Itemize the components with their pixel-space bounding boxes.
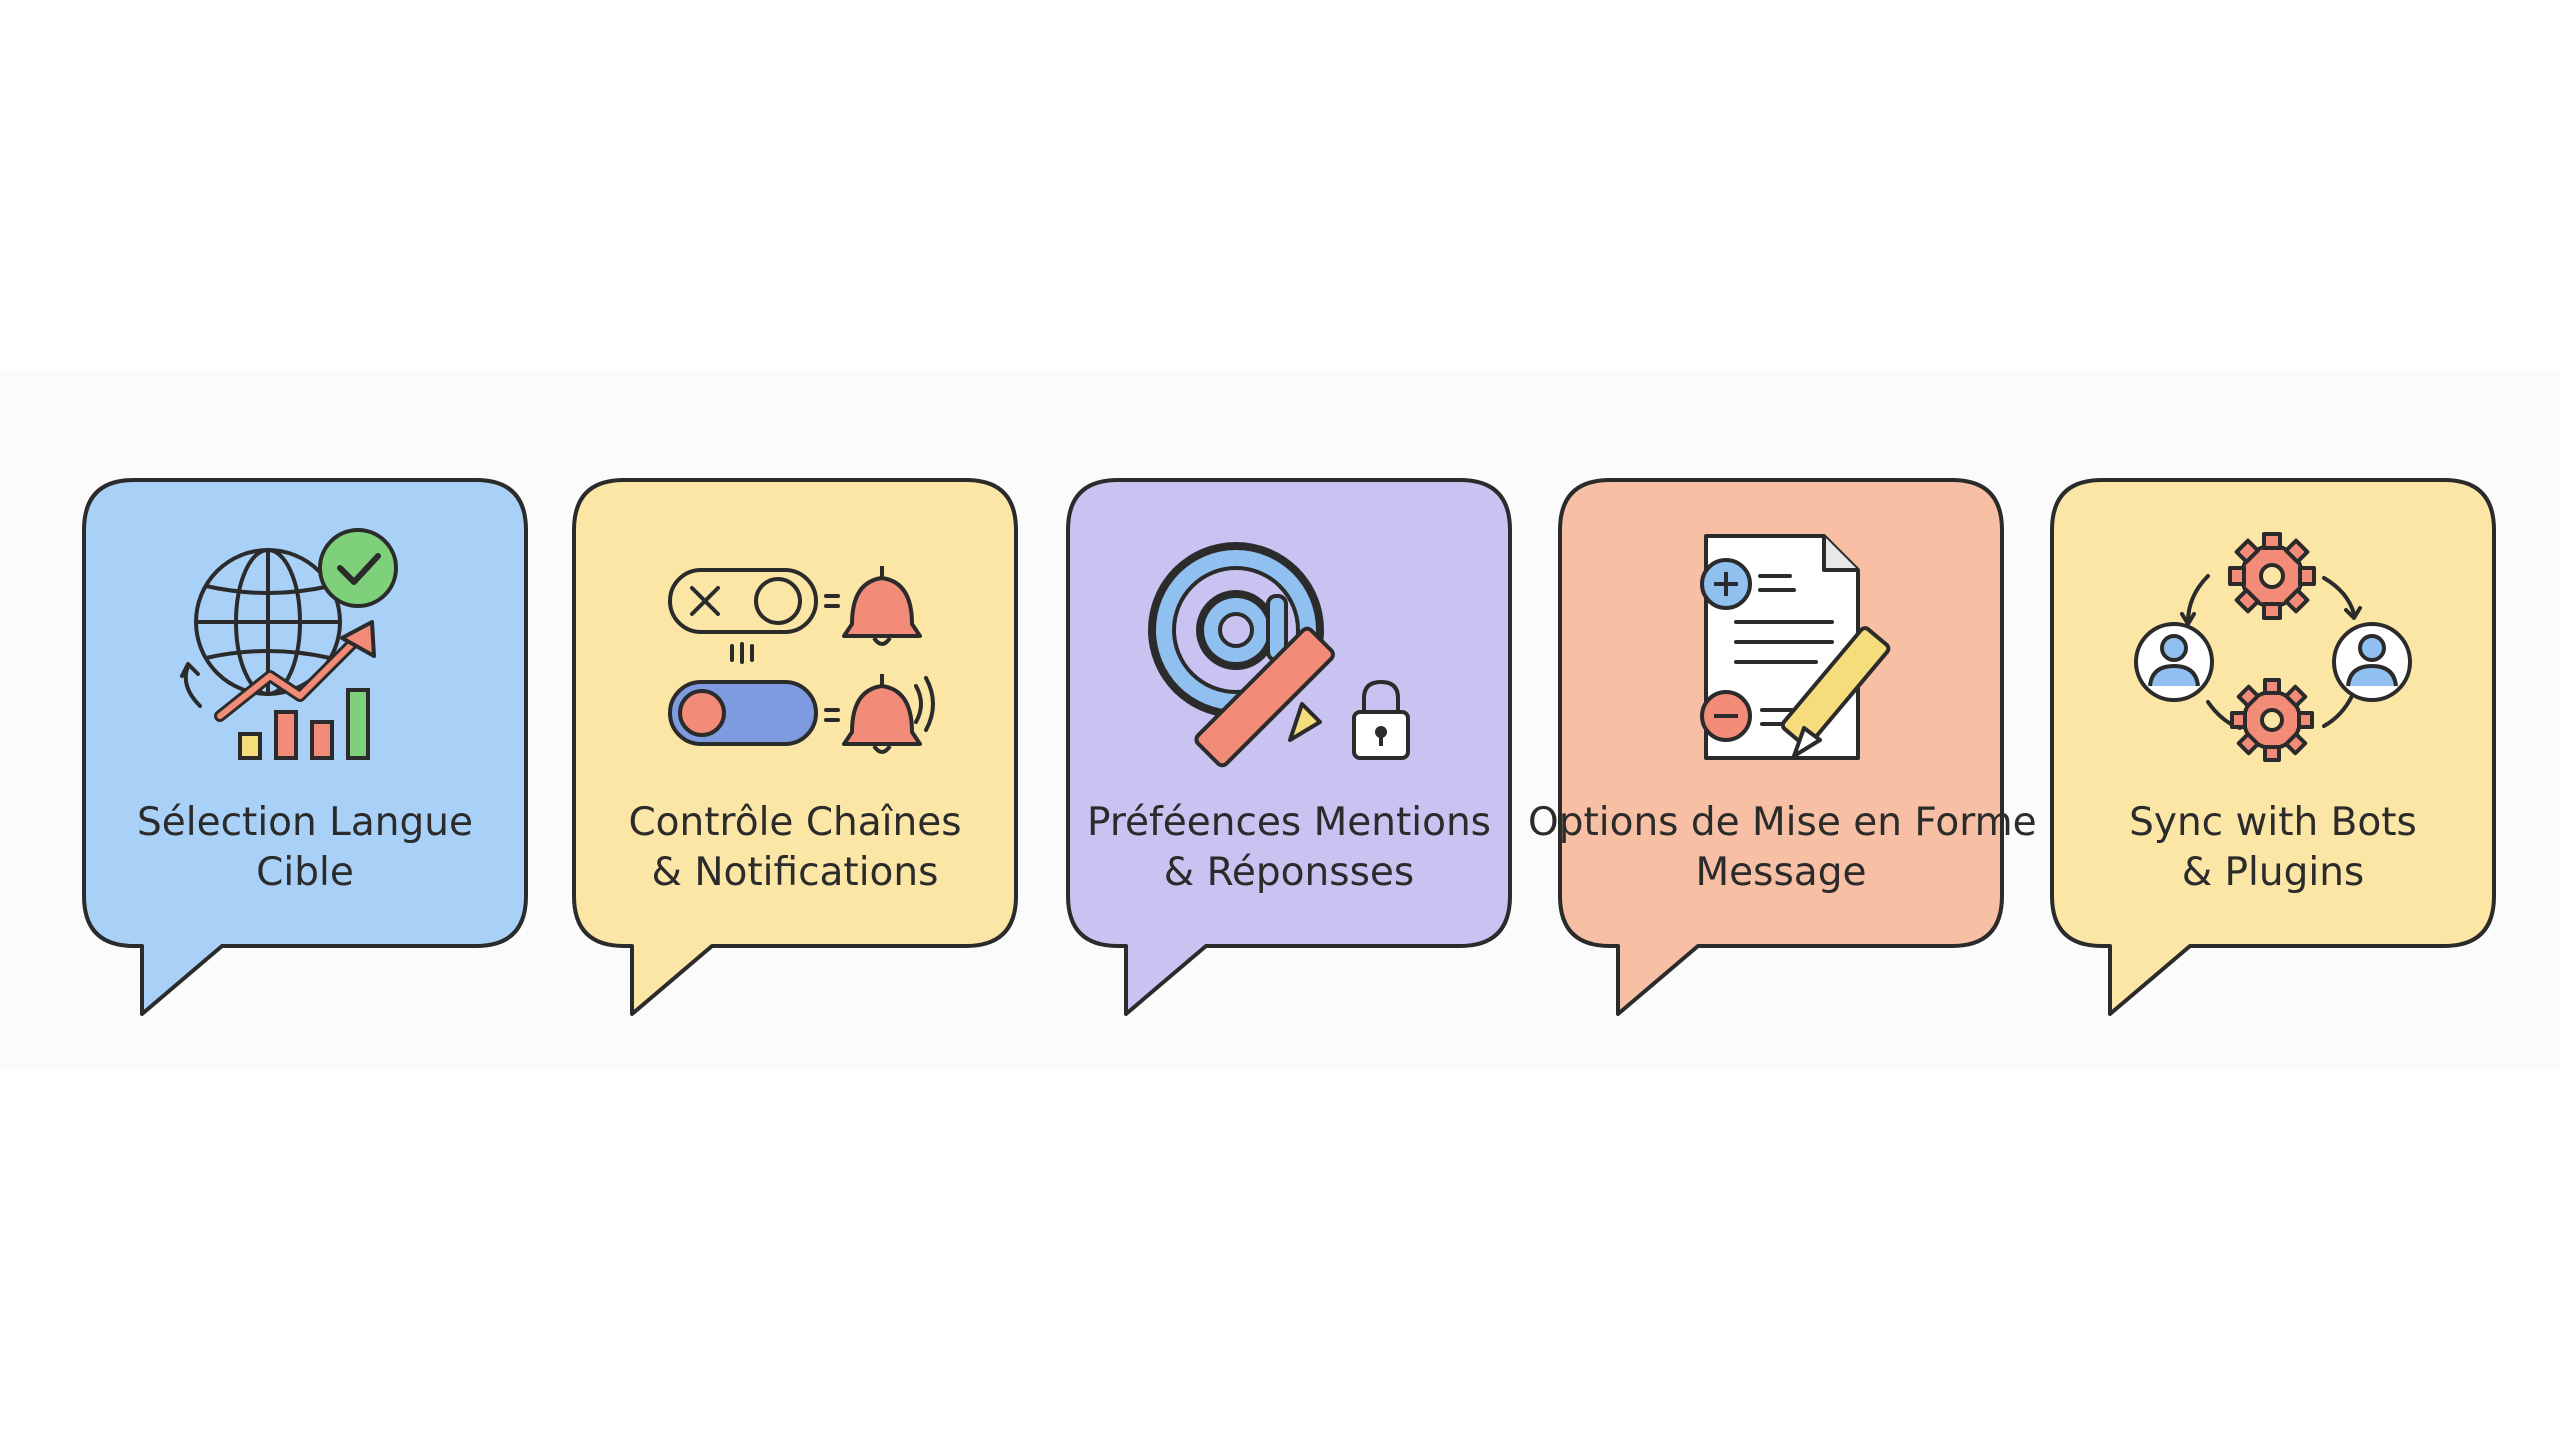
card-label: Sync with Bots & Plugins — [2020, 798, 2526, 898]
card-label: Contrôle Chaînes & Notifications — [542, 798, 1048, 898]
card-label-line-1: Sync with Bots — [2129, 800, 2417, 845]
card-label-line-2: & Plugins — [2181, 850, 2365, 895]
card-label-line-1: Sélection Langue — [137, 800, 473, 845]
card-message-formatting: Options de Mise en Forme Message — [1528, 478, 2037, 1018]
document-edit-icon — [1636, 526, 1926, 766]
at-pencil-lock-icon — [1144, 526, 1434, 768]
card-label: Sélection Langue Cible — [52, 798, 558, 898]
card-target-language: Sélection Langue Cible — [82, 478, 528, 1018]
card-bots-plugins: Sync with Bots & Plugins — [2050, 478, 2496, 1018]
card-label: Préféences Mentions & Réponsses — [1036, 798, 1542, 898]
card-label: Options de Mise en Forme Message — [1528, 798, 2037, 898]
globe-growth-check-icon — [160, 526, 450, 766]
users-gears-sync-icon — [2128, 526, 2418, 766]
card-label-line-2: & Notifications — [651, 850, 939, 895]
card-channel-notifications: Contrôle Chaînes & Notifications — [572, 478, 1018, 1018]
card-label-line-2: & Réponsses — [1163, 850, 1415, 895]
card-label-line-2: Message — [1695, 850, 1867, 895]
card-label-line-1: Options de Mise en Forme — [1528, 800, 2037, 845]
toggle-bell-icon — [650, 526, 940, 766]
card-label-line-2: Cible — [256, 850, 354, 895]
card-label-line-1: Contrôle Chaînes — [628, 800, 962, 845]
card-label-line-1: Préféences Mentions — [1087, 800, 1491, 845]
card-mentions-replies: Préféences Mentions & Réponsses — [1066, 478, 1512, 1018]
